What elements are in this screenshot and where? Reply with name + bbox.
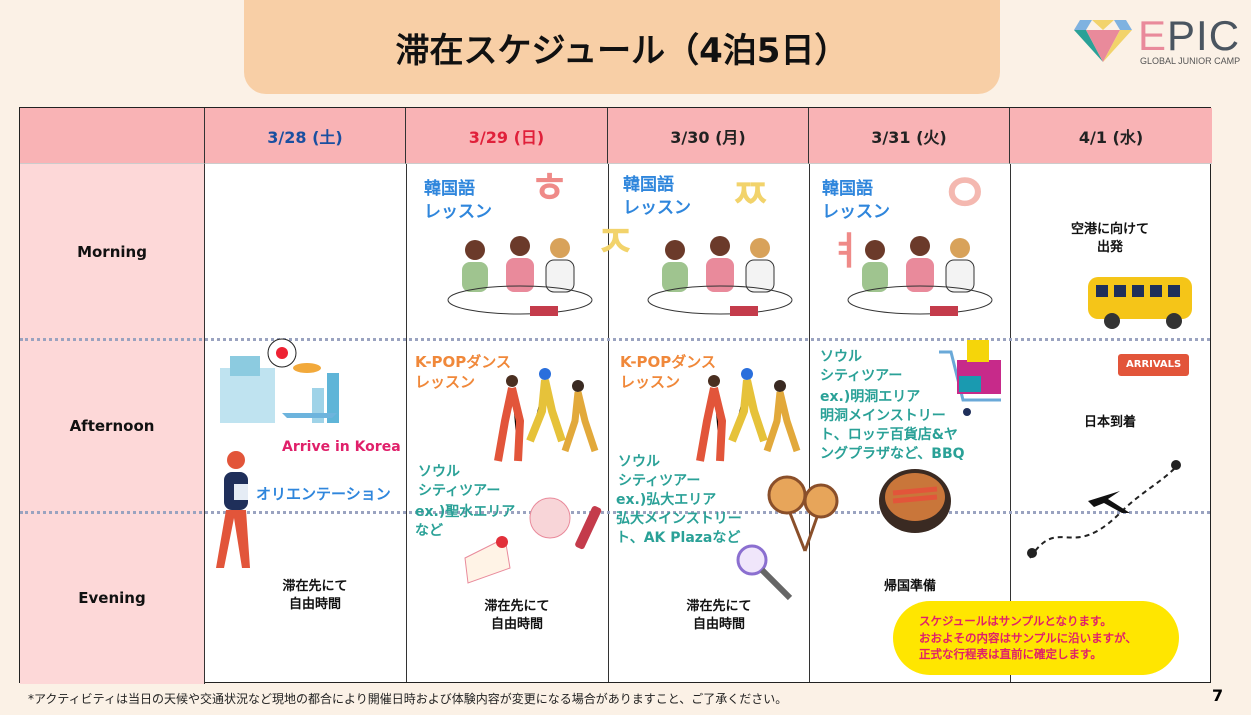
city-tour-text: ソウルシティツアー (820, 349, 903, 384)
diamond-icon (1074, 20, 1132, 62)
lightstick-illustration (736, 544, 793, 601)
arrive-text: Arrive in Korea (282, 439, 401, 455)
hangul-decoration: ㅈ (595, 217, 636, 268)
kpop-lesson-text: K-POPダンスレッスン (620, 353, 716, 392)
day-header: 3/29 (日) (406, 108, 608, 164)
page-number: 7 (1212, 686, 1224, 705)
city-tour-example: ex.)明洞エリア明洞メインストリート、ロッテ百貨店&ヤングプラザなど、BBQ (820, 389, 965, 462)
day-header: 4/1 (水) (1010, 108, 1212, 164)
guide-person-illustration (216, 451, 250, 568)
kpop-lesson-text: K-POPダンスレッスン (415, 353, 511, 392)
divider (20, 511, 1210, 514)
page-title: 滞在スケジュール（4泊5日） (395, 30, 849, 71)
flight-path-illustration (1027, 460, 1181, 559)
shopping-cart-illustration (939, 340, 1001, 416)
row-label-afternoon: Afternoon (20, 339, 205, 512)
day-header: 3/31 (火) (809, 108, 1010, 164)
evening-text: 滞在先にて自由時間 (282, 579, 348, 612)
hangul-decoration: ㅎ (530, 163, 569, 212)
hangul-decoration: ㅇ (940, 162, 990, 225)
arrivals-sign: ARRIVALS (1118, 354, 1190, 376)
orientation-text: オリエンテーション (256, 485, 391, 503)
study-group-illustration (447, 236, 593, 316)
seoul-skyline-illustration (220, 338, 339, 423)
city-tour-example: ex.)聖水エリアなど (415, 504, 516, 539)
cosmetics-illustration (529, 497, 602, 550)
evening-text: 滞在先にて自由時間 (686, 599, 752, 632)
study-group-illustration (847, 236, 993, 316)
dancers-illustration (494, 368, 599, 462)
korean-lesson-text: 韓国語レッスン (623, 175, 691, 218)
day-header: 3/28 (土) (205, 108, 406, 164)
header-corner (20, 108, 205, 164)
row-label-morning: Morning (20, 164, 205, 339)
lollipop-illustration (767, 475, 839, 552)
cake-illustration (464, 536, 511, 584)
hangul-decoration: ㅉ (732, 172, 769, 218)
day-header: 3/30 (月) (608, 108, 809, 164)
city-tour-text: ソウルシティツアー (618, 454, 701, 489)
divider (20, 338, 1210, 341)
footnote: *アクティビティは当日の天候や交通状況など現地の都合により開催日時および体験内容… (28, 692, 788, 706)
dancers-illustration (696, 368, 801, 462)
korean-lesson-text: 韓国語レッスン (822, 179, 890, 222)
bbq-grill-illustration (879, 469, 951, 533)
bus-illustration (1088, 277, 1192, 329)
logo-subtitle: GLOBAL JUNIOR CAMP (1140, 56, 1241, 66)
city-tour-text: ソウルシティツアー (418, 464, 501, 499)
departure-text: 空港に向けて出発 (1070, 222, 1149, 255)
evening-text: 滞在先にて自由時間 (484, 599, 550, 632)
epic-logo: EPIC GLOBAL JUNIOR CAMP (1072, 12, 1250, 68)
evening-text: 帰国準備 (883, 579, 936, 594)
title-banner: 滞在スケジュール（4泊5日） (244, 0, 1000, 94)
arrival-japan-text: 日本到着 (1083, 415, 1136, 430)
korean-lesson-text: 韓国語レッスン (424, 179, 492, 222)
hangul-decoration: ㅕ (828, 229, 863, 273)
study-group-illustration (647, 236, 793, 316)
city-tour-example: ex.)弘大エリア弘大メインストリート、AK Plazaなど (616, 492, 742, 546)
row-label-evening: Evening (20, 512, 205, 684)
schedule-table: 3/28 (土) 3/29 (日) 3/30 (月) 3/31 (火) 4/1 … (19, 107, 1212, 684)
sample-notice: スケジュールはサンプルとなります。おおよその内容はサンプルに沿いますが、正式な行… (893, 601, 1179, 675)
